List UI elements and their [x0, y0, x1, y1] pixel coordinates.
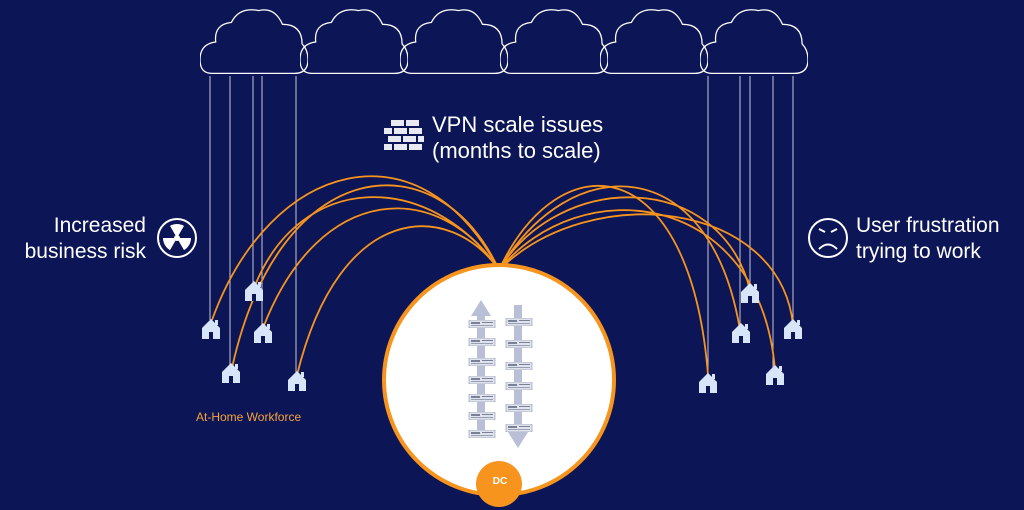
dc-label: DC — [492, 476, 508, 487]
service-label: Global LB — [540, 322, 583, 332]
radiation-icon — [157, 218, 197, 258]
service-label: DLP — [440, 375, 458, 385]
appliance-icon — [505, 424, 533, 432]
appliance-icon — [468, 430, 496, 438]
home-icon — [766, 365, 784, 385]
appliance-icon — [468, 358, 496, 366]
frustration-line-1: User frustration — [856, 214, 1000, 237]
service-label: SSL — [440, 394, 458, 404]
home-icon — [245, 281, 263, 301]
appliance-icon — [505, 404, 533, 412]
arrow-down-icon — [508, 432, 528, 448]
risk-line-1: Increased — [53, 214, 146, 237]
cloud-row — [200, 9, 808, 75]
appliance-icon — [468, 394, 496, 402]
appliance-icon — [505, 318, 533, 326]
brick-wall-icon — [384, 120, 424, 150]
service-label: URL Filter — [415, 338, 458, 348]
user-frustration-callout: User frustration trying to work — [856, 213, 1000, 265]
service-label: FW / IPS — [420, 321, 456, 331]
cloud-icon — [700, 9, 808, 75]
service-label: Internal FW — [540, 405, 589, 415]
home-icon — [732, 323, 750, 343]
home-icon — [288, 371, 306, 391]
cloud-icon — [400, 9, 508, 75]
service-label: Internal LB — [537, 425, 585, 435]
appliance-icon — [468, 412, 496, 420]
home-icon — [699, 373, 717, 393]
service-label: Sandbox — [420, 411, 459, 421]
risk-line-2: business risk — [24, 240, 146, 263]
cloud-icon — [300, 9, 408, 75]
datacenter-circle — [382, 263, 616, 497]
home-icon — [741, 283, 759, 303]
diagram-title: VPN scale issues (months to scale) — [432, 112, 603, 164]
workforce-label: At-Home Workforce — [196, 410, 302, 424]
cloud-icon — [600, 9, 708, 75]
appliance-icon — [505, 362, 533, 370]
business-risk-callout: Increased business risk — [18, 213, 146, 265]
dc-badge — [476, 461, 522, 507]
service-label: Ext. FW/IPS — [540, 363, 591, 373]
home-icon — [784, 319, 802, 339]
service-label: RAS (VPN) — [540, 384, 587, 394]
service-label: Antivirus — [417, 357, 457, 367]
appliance-icon — [468, 338, 496, 346]
home-icon — [202, 319, 220, 339]
appliance-icon — [505, 340, 533, 348]
home-icon — [254, 323, 272, 343]
appliance-icon — [468, 376, 496, 384]
appliance-icon — [468, 320, 496, 328]
frustration-line-2: trying to work — [856, 240, 981, 263]
cloud-icon — [200, 9, 308, 75]
cloud-icon — [500, 9, 608, 75]
arrow-up-icon — [471, 300, 491, 316]
home-icon — [222, 363, 240, 383]
service-label: DNS — [436, 429, 456, 439]
title-line-1: VPN scale issues — [432, 112, 604, 137]
frown-face-icon — [808, 218, 848, 258]
title-line-2: (months to scale) — [432, 138, 601, 163]
service-label: DDoS — [540, 343, 565, 353]
appliance-icon — [505, 382, 533, 390]
